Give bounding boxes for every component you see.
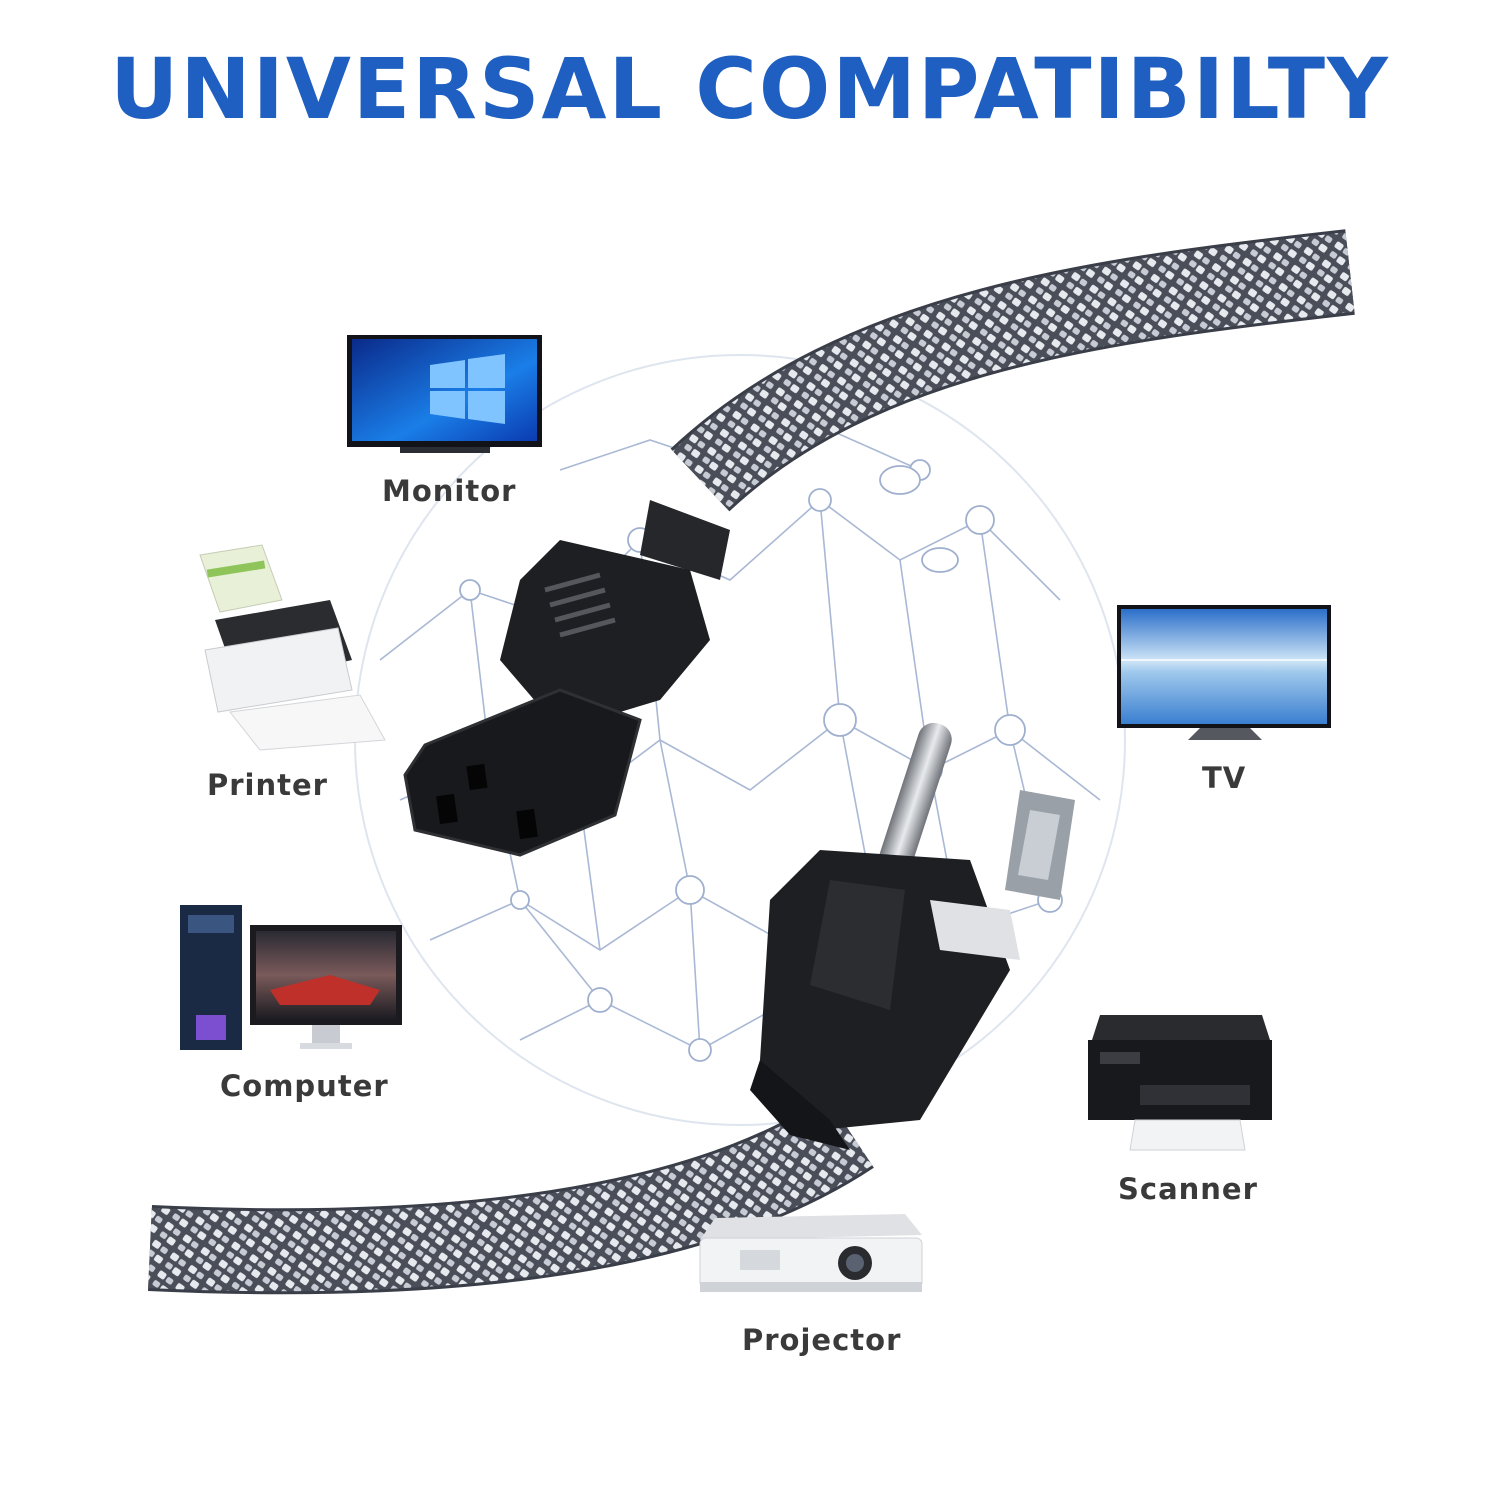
printer-icon [199,544,386,751]
nema-plug-icon [750,722,1075,1150]
monitor-icon [347,335,542,453]
monitor-label: Monitor [382,474,517,508]
iec-c13-connector-icon [403,500,730,857]
tv-label: TV [1202,761,1247,795]
tv-icon [1117,605,1331,740]
projector-label: Projector [742,1323,902,1357]
scanner-icon [1088,1015,1272,1151]
projector-icon [699,1214,923,1292]
computer-icon [180,905,402,1050]
scanner-label: Scanner [1118,1172,1258,1206]
braided-cable-icon [148,229,1355,1295]
printer-label: Printer [207,768,328,802]
headline: UNIVERSAL COMPATIBILTY [110,40,1390,138]
computer-label: Computer [220,1069,389,1103]
